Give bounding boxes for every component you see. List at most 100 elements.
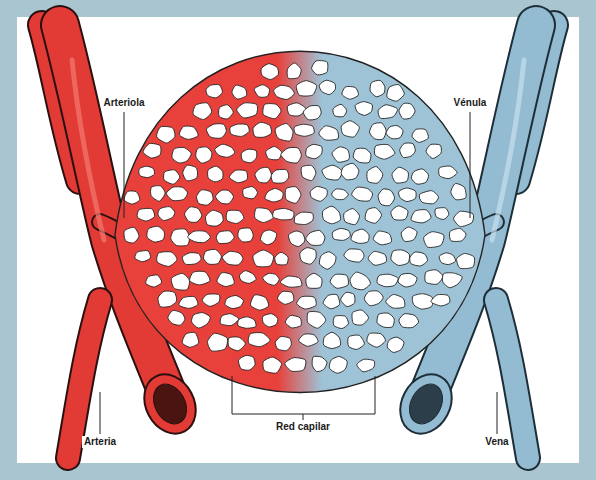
capillary-gap [332, 147, 349, 162]
capillary-gap [307, 312, 326, 329]
capillary-gap [143, 143, 161, 158]
capillary-gap [341, 163, 359, 180]
capillary-gap [319, 252, 336, 270]
capillary-gap [454, 211, 474, 226]
capillary-gap [228, 337, 245, 351]
capillary-gap [425, 270, 443, 285]
capillary-gap [391, 250, 410, 266]
capillary-gap [285, 187, 301, 204]
capillary-gap [164, 170, 180, 184]
capillary-gap [300, 248, 316, 265]
capillary-gap [373, 231, 391, 245]
capillary-gap [171, 229, 190, 246]
capillary-gap [319, 126, 339, 140]
capillary-gap [367, 333, 386, 347]
capillary-gap [341, 292, 355, 306]
capillary-gap [263, 357, 282, 373]
capillary-gap [399, 188, 417, 202]
capillary-gap [296, 81, 316, 96]
capillary-gap [306, 144, 323, 158]
capillary-gap [248, 333, 270, 347]
capillary-gap [197, 190, 214, 205]
capillary-gap [139, 166, 155, 177]
capillary-gap [206, 210, 224, 226]
capillary-gap [275, 252, 288, 265]
leader-lines [100, 112, 497, 434]
capillary-gap [341, 121, 359, 137]
capillary-gap [399, 314, 419, 328]
capillary-gap [351, 229, 369, 243]
capillary-gap [157, 252, 177, 267]
capillary-gap [135, 251, 151, 262]
capillary-gap [250, 295, 268, 310]
capillary-gap [424, 232, 444, 248]
capillary-gap [271, 169, 289, 183]
capillary-gap [238, 317, 256, 328]
capillary-gap [333, 104, 347, 117]
capillary-gap [297, 296, 317, 309]
capillary-gap [237, 103, 258, 118]
capillary-gap [387, 337, 404, 352]
capillary-gap [287, 103, 306, 116]
capillary-gap [238, 228, 253, 242]
capillary-gap [411, 169, 428, 184]
capillary-gap [411, 210, 431, 223]
capillary-gap [285, 315, 301, 327]
capillary-gap [226, 210, 244, 223]
capillary-gap [151, 186, 166, 202]
capillary-gap [377, 313, 394, 328]
capillary-gap [230, 124, 249, 136]
capillary-gap [377, 274, 398, 287]
capillary-gap [285, 358, 306, 372]
capillary-gap [352, 310, 369, 325]
capillary-gap [431, 295, 450, 306]
capillary-gap [312, 61, 328, 75]
capillary-gap [419, 191, 438, 204]
capillary-gap [172, 147, 191, 163]
capillary-gap [391, 206, 408, 220]
part-label: Arteria [82, 436, 118, 448]
capillary-gap [365, 208, 381, 224]
capillary-gap [253, 122, 272, 137]
capillary-gap [158, 207, 175, 221]
capillary-gap [301, 165, 316, 180]
capillary-gap [277, 291, 293, 304]
capillary-gap [344, 249, 364, 262]
capillary-gap [202, 294, 220, 306]
part-label: Arteriola [101, 97, 146, 109]
capillary-gap [255, 208, 274, 223]
capillary-gap [137, 208, 154, 221]
capillary-gap [275, 337, 291, 351]
capillary-gap [216, 231, 234, 244]
capillary-gap [183, 165, 198, 181]
capillary-gap [190, 271, 210, 285]
capillary-gap [398, 273, 417, 287]
capillary-gap [399, 103, 415, 119]
capillary-gap [392, 167, 408, 183]
capillary-gap [312, 356, 327, 371]
capillary-gap [387, 84, 405, 101]
capillary-gap [196, 147, 212, 163]
capillary-gap [206, 85, 222, 98]
capillary-gap [378, 105, 397, 119]
capillary-gap [294, 124, 314, 136]
capillary-gap [215, 144, 235, 157]
capillary-gap [442, 273, 462, 288]
capillary-gap [330, 274, 348, 288]
part-label: Red capilar [274, 421, 332, 433]
capillary-gap [124, 227, 139, 243]
capillary-gap [401, 227, 417, 241]
capillary-gap [255, 167, 272, 183]
capillary-gap [147, 226, 165, 242]
capillary-gap [146, 275, 162, 287]
capillary-gap [386, 126, 403, 139]
capillary-gap [439, 253, 456, 265]
capillary-gap [260, 230, 276, 245]
capillary-gap [370, 123, 387, 140]
capillary-gap [412, 294, 433, 309]
capillary-gap [239, 271, 256, 284]
capillary-gap [412, 129, 428, 143]
capillary-gap [262, 314, 277, 327]
